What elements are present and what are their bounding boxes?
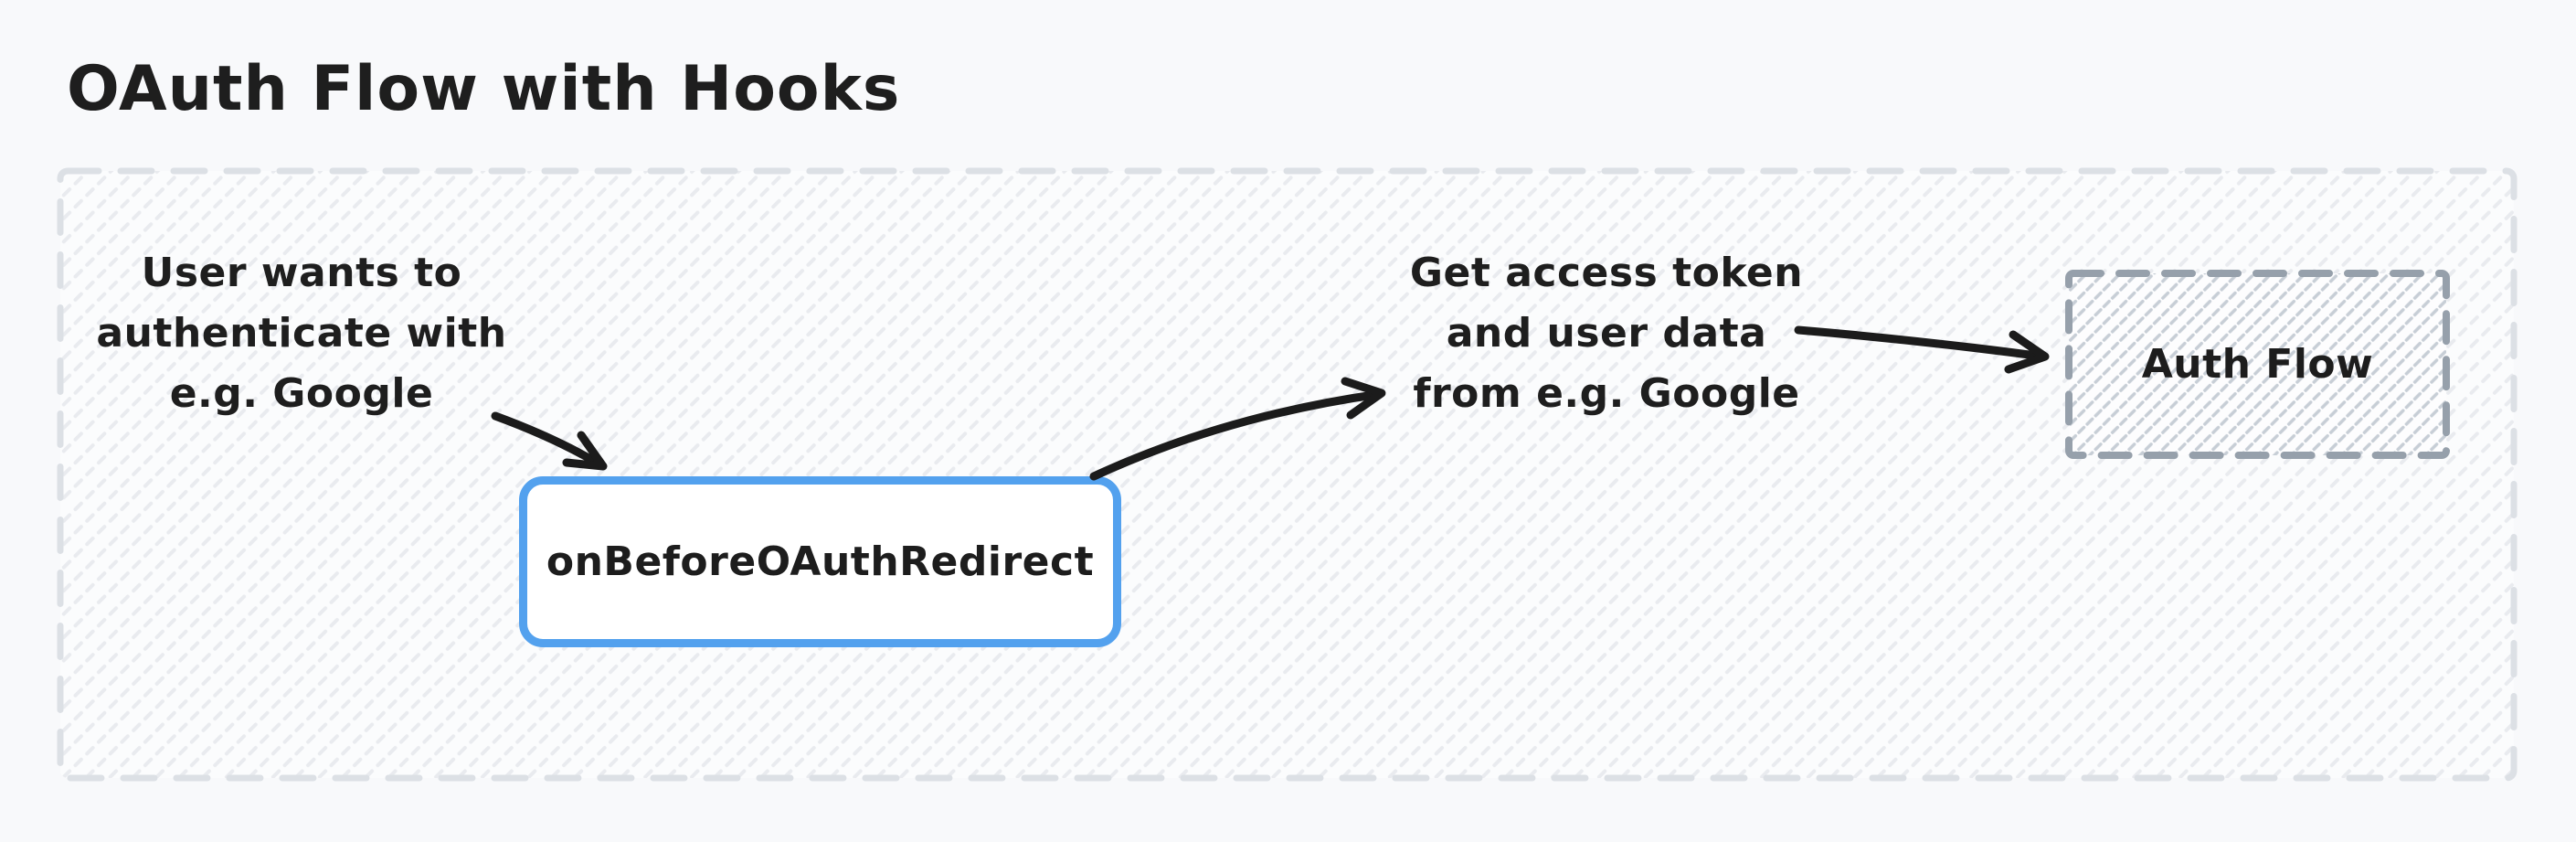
annotation-user-intent: User wants to authenticate with e.g. Goo… <box>55 243 548 424</box>
node-label: Auth Flow <box>2141 341 2374 388</box>
node-on-before-oauth-redirect: onBeforeOAuthRedirect <box>519 476 1121 647</box>
node-auth-flow: Auth Flow <box>2065 270 2450 459</box>
annotation-line: authenticate with <box>96 310 507 357</box>
annotation-line: Get access token <box>1409 250 1804 296</box>
page-title: OAuth Flow with Hooks <box>67 53 901 125</box>
auth-flow-hatch-background <box>2065 270 2450 459</box>
annotation-line: and user data <box>1446 310 1767 357</box>
annotation-line: from e.g. Google <box>1413 370 1800 417</box>
annotation-line: User wants to <box>141 250 462 296</box>
annotation-line: e.g. Google <box>169 370 434 417</box>
node-label: onBeforeOAuthRedirect <box>546 538 1095 585</box>
annotation-token-exchange: Get access token and user data from e.g.… <box>1360 243 1853 424</box>
